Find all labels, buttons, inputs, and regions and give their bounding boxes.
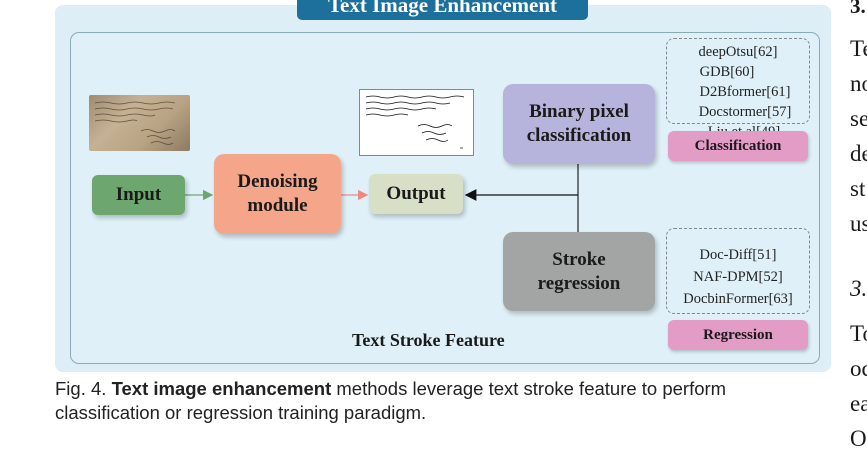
binary-pixel-classification-node: Binary pixel classification <box>503 84 655 164</box>
stroke-label-line2: regression <box>537 272 621 294</box>
method-item: D2Bformer[61] <box>699 84 791 100</box>
stroke-label-line1: Stroke <box>552 248 606 270</box>
classification-tag: Classification <box>668 131 808 161</box>
body-line-fragment: de <box>850 141 867 166</box>
binary-label-line2: classification <box>526 125 632 146</box>
body-line-fragment: ea <box>850 391 867 416</box>
degraded-document-image <box>89 95 190 151</box>
output-node-label: Output <box>386 183 446 204</box>
input-node-label: Input <box>115 184 162 205</box>
body-line-fragment: us <box>850 211 867 236</box>
caption-text: methods leverage text stroke feature to … <box>55 378 727 423</box>
binary-label-line1: Binary pixel <box>529 101 629 122</box>
denoising-module-node: Denoising module <box>214 154 341 234</box>
body-line-fragment: O <box>850 426 867 451</box>
body-line-fragment: no <box>850 71 867 96</box>
denoising-label-line2: module <box>247 195 308 216</box>
method-item: Doc-Diff[51] <box>699 247 777 263</box>
method-item: NAF-DPM[52] <box>693 269 783 285</box>
figure-caption: Fig. 4. Text image enhancement methods l… <box>55 377 835 425</box>
method-item: GDB[60] <box>699 64 755 80</box>
denoising-label-line1: Denoising <box>237 171 318 192</box>
enhanced-document-image <box>359 89 474 156</box>
body-line-fragment: Te <box>850 36 867 61</box>
body-line-fragment: To <box>850 321 867 346</box>
regression-tag: Regression <box>668 320 808 350</box>
method-item: deepOtsu[62] <box>698 44 778 60</box>
classification-methods-group: deepOtsu[62] GDB[60] D2Bformer[61] Docst… <box>666 38 810 140</box>
regression-methods-group: Doc-Diff[51] NAF-DPM[52] DocbinFormer[63… <box>666 228 810 314</box>
body-line-fragment: oc <box>850 356 867 381</box>
body-line-fragment: st <box>850 176 866 201</box>
caption-prefix: Fig. 4. <box>55 378 112 399</box>
method-item: DocbinFormer[63] <box>683 291 793 307</box>
body-line-fragment: se <box>850 106 867 131</box>
text-stroke-feature-label: Text Stroke Feature <box>352 330 505 350</box>
output-node: Output <box>369 174 463 214</box>
caption-bold-term: Text image enhancement <box>111 378 332 399</box>
subsection-heading-fragment: 3. <box>850 276 867 301</box>
stroke-regression-node: Stroke regression <box>503 232 655 311</box>
figure-banner-title: Text Image Enhancement <box>297 0 588 20</box>
section-heading-fragment: 3. <box>850 0 866 18</box>
input-node: Input <box>92 175 185 215</box>
method-item: Docstormer[57] <box>698 104 792 120</box>
